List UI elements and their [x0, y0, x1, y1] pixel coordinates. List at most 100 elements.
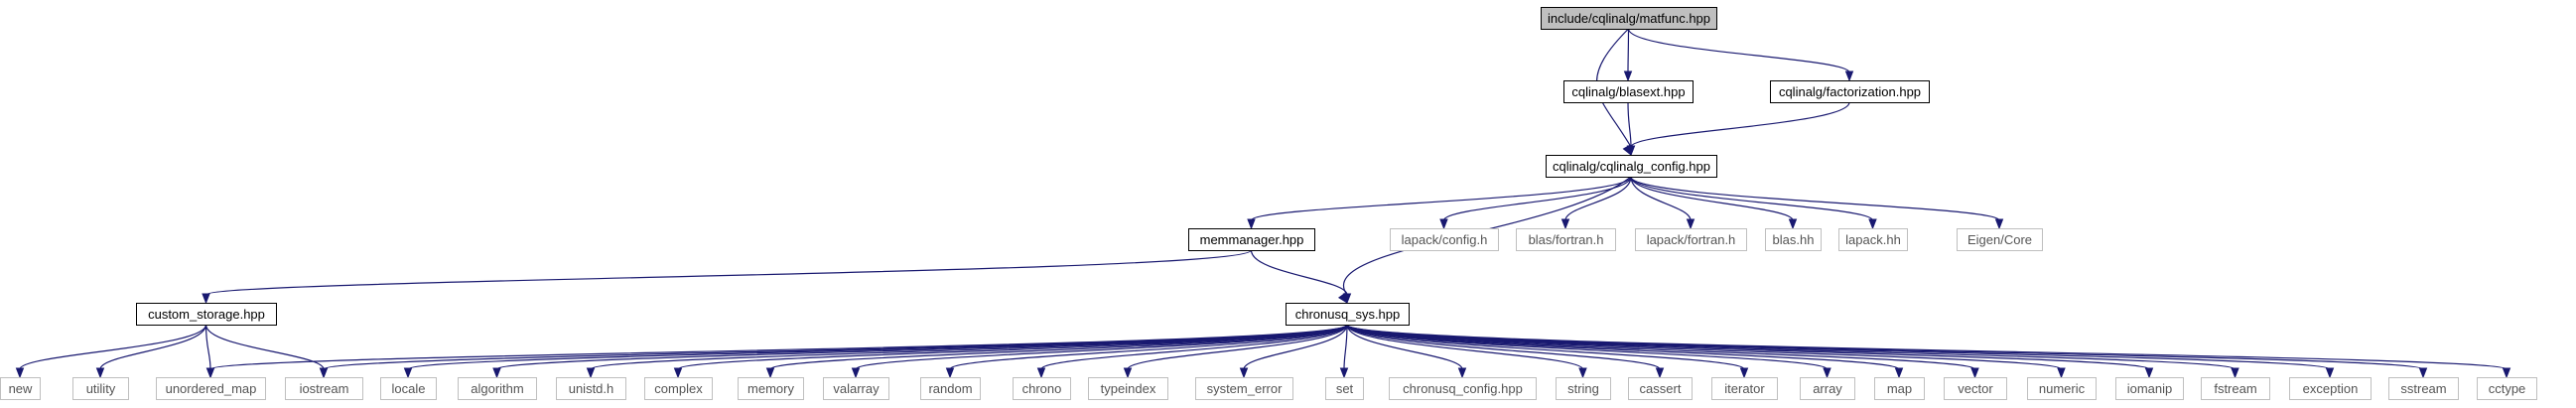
- arrowhead: [1439, 218, 1448, 230]
- arrowhead: [1457, 367, 1467, 379]
- node-blas_hh: blas.hh: [1765, 228, 1822, 251]
- node-label: chronusq_sys.hpp: [1295, 307, 1401, 322]
- node-label: array: [1813, 381, 1842, 396]
- node-box: [1628, 377, 1693, 400]
- node-unordered_map: unordered_map: [156, 377, 266, 400]
- node-box: [1516, 228, 1616, 251]
- edge-chronusq_sys-to-chrono: [1036, 324, 1348, 379]
- node-box: [1556, 377, 1611, 400]
- node-fstream: fstream: [2201, 377, 2270, 400]
- node-map: map: [1874, 377, 1925, 400]
- node-label: valarray: [833, 381, 880, 396]
- arrowhead: [586, 367, 596, 379]
- arrowhead: [1788, 218, 1798, 230]
- node-box: [0, 377, 41, 400]
- edge-config-to-eigen: [1630, 176, 2004, 230]
- node-config[interactable]: cqlinalg/cqlinalg_config.hpp: [1546, 155, 1717, 178]
- dependency-edges: [15, 28, 2511, 379]
- arrowhead: [1578, 367, 1587, 379]
- node-label: fstream: [2214, 381, 2256, 396]
- node-string: string: [1556, 377, 1611, 400]
- arrowhead: [2057, 367, 2066, 379]
- arrowhead: [945, 367, 955, 379]
- node-label: iomanip: [2127, 381, 2173, 396]
- node-label: utility: [86, 381, 116, 396]
- node-label: typeindex: [1101, 381, 1156, 396]
- node-box: [285, 377, 363, 400]
- node-utility: utility: [72, 377, 129, 400]
- node-box: [1390, 228, 1499, 251]
- node-system_error: system_error: [1195, 377, 1293, 400]
- node-memmanager[interactable]: memmanager.hpp: [1188, 228, 1315, 251]
- arrowhead: [765, 367, 775, 379]
- node-box: [1013, 377, 1071, 400]
- arrowhead: [2418, 367, 2428, 379]
- arrowhead: [1342, 293, 1352, 305]
- edge-config-to-lapack_hh: [1630, 176, 1877, 230]
- node-box: [1635, 228, 1747, 251]
- node-box: [1325, 377, 1364, 400]
- edge-chronusq_sys-to-random: [945, 324, 1348, 379]
- node-factorization[interactable]: cqlinalg/factorization.hpp: [1770, 80, 1930, 103]
- node-custom_storage[interactable]: custom_storage.hpp: [136, 303, 277, 326]
- node-label: iostream: [300, 381, 349, 396]
- node-box: [2289, 377, 2372, 400]
- node-chrono: chrono: [1013, 377, 1071, 400]
- node-label: sstream: [2400, 381, 2446, 396]
- arrowhead: [1339, 367, 1349, 379]
- node-matfunc[interactable]: include/cqlinalg/matfunc.hpp: [1541, 7, 1717, 30]
- node-box: [458, 377, 537, 400]
- arrowhead: [2325, 367, 2335, 379]
- edge-chronusq_sys-to-cassert: [1346, 324, 1665, 379]
- node-box: [644, 377, 713, 400]
- node-box: [738, 377, 804, 400]
- edge-chronusq_sys-to-unistd: [586, 324, 1348, 379]
- node-box: [556, 377, 626, 400]
- arrowhead: [95, 367, 105, 379]
- edge-custom_storage-to-iostream: [204, 324, 329, 379]
- edge-config-to-blas_hh: [1630, 176, 1798, 230]
- node-exception: exception: [2289, 377, 2372, 400]
- edge-chronusq_sys-to-iterator: [1346, 324, 1749, 379]
- node-blas_fortran: blas/fortran.h: [1516, 228, 1616, 251]
- node-label: cctype: [2489, 381, 2526, 396]
- node-box: [920, 377, 981, 400]
- node-box: [1195, 377, 1293, 400]
- arrowhead: [1739, 367, 1749, 379]
- node-box: [1541, 7, 1717, 30]
- node-box: [1389, 377, 1537, 400]
- edge-config-to-blas_fortran: [1560, 176, 1632, 230]
- node-eigen: Eigen/Core: [1957, 228, 2043, 251]
- node-label: numeric: [2039, 381, 2086, 396]
- node-random: random: [920, 377, 981, 400]
- node-sstream: sstream: [2388, 377, 2459, 400]
- arrowhead: [319, 367, 329, 379]
- node-box: [1838, 228, 1908, 251]
- node-box: [2027, 377, 2097, 400]
- node-label: string: [1567, 381, 1599, 396]
- node-box: [1711, 377, 1778, 400]
- arrowhead: [1970, 367, 1979, 379]
- node-box: [1944, 377, 2007, 400]
- node-label: cqlinalg/factorization.hpp: [1779, 84, 1921, 99]
- edge-chronusq_sys-to-vector: [1346, 324, 1979, 379]
- arrowhead: [1894, 367, 1904, 379]
- node-box: [823, 377, 889, 400]
- node-label: map: [1887, 381, 1912, 396]
- arrowhead: [202, 293, 210, 305]
- node-chronusq_sys[interactable]: chronusq_sys.hpp: [1286, 303, 1410, 326]
- arrowhead: [2231, 367, 2239, 379]
- edge-chronusq_sys-to-system_error: [1239, 324, 1348, 379]
- arrowhead: [1626, 145, 1636, 157]
- node-complex: complex: [644, 377, 713, 400]
- node-label: random: [928, 381, 972, 396]
- node-label: Eigen/Core: [1967, 232, 2032, 247]
- node-blasext[interactable]: cqlinalg/blasext.hpp: [1563, 80, 1694, 103]
- arrowhead: [1623, 70, 1633, 82]
- node-box: [2115, 377, 2184, 400]
- edge-custom_storage-to-new: [15, 324, 207, 379]
- node-memory: memory: [738, 377, 804, 400]
- node-label: algorithm: [471, 381, 523, 396]
- node-label: set: [1336, 381, 1354, 396]
